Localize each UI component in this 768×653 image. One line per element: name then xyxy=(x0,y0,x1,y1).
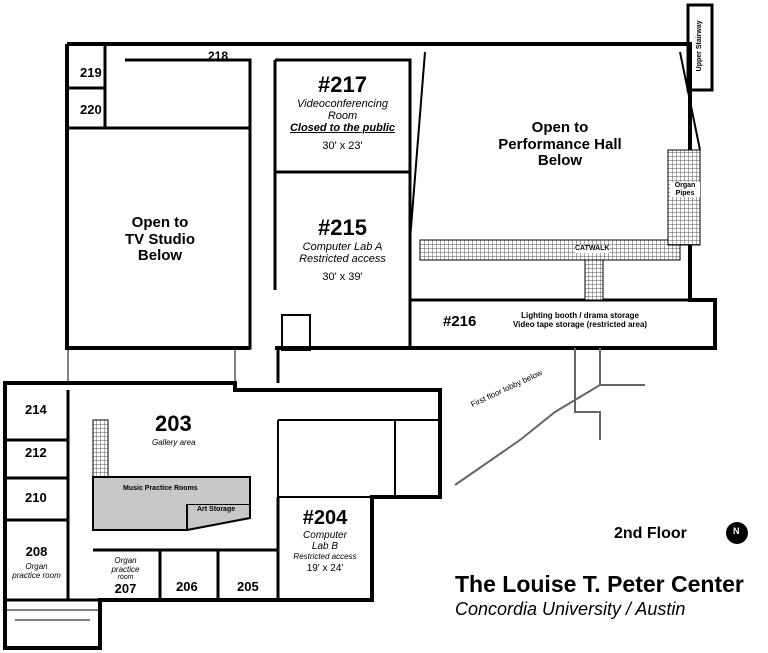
room-204-size: 19' x 24' xyxy=(306,563,344,574)
room-212-label: 212 xyxy=(25,445,47,460)
organ-pipes xyxy=(667,149,701,246)
room-207-number: 207 xyxy=(114,581,137,597)
compass-icon xyxy=(726,522,748,544)
catwalk-label: CATWALK xyxy=(575,245,610,253)
room-217-size: 30' x 23' xyxy=(322,140,363,152)
room-215-number: #215 xyxy=(318,215,367,240)
building-title: The Louise T. Peter Center xyxy=(455,571,744,597)
room-215-name: Computer Lab A xyxy=(302,241,383,253)
room-204-name: Computer xyxy=(303,530,347,541)
room-207-name3: room xyxy=(117,574,134,582)
tv-studio-wall xyxy=(65,126,252,350)
hall-line-1: Open to xyxy=(531,119,589,136)
organ-line-2: Pipes xyxy=(675,189,695,197)
room-207-label: Organ practice room 207 xyxy=(98,556,153,597)
room-204-name2: Lab B xyxy=(311,541,339,552)
performance-hall-label: Open to Performance Hall Below xyxy=(480,119,640,170)
room-205-label: 205 xyxy=(237,579,259,594)
room-207-name2: practice xyxy=(111,565,140,575)
catwalk xyxy=(419,239,681,261)
room-206-label: 206 xyxy=(176,579,198,594)
room-217-number: #217 xyxy=(318,72,367,97)
room-216-number: #216 xyxy=(443,313,477,330)
room-214-label: 214 xyxy=(25,402,47,417)
room-204-number: #204 xyxy=(302,507,348,529)
room-216-line-2: Video tape storage (restricted area) xyxy=(512,319,648,329)
hall-line-2: Performance Hall xyxy=(498,135,622,153)
room-215-label: #215 Computer Lab A Restricted access 30… xyxy=(275,215,410,283)
building-subtitle: Concordia University / Austin xyxy=(455,599,686,619)
tv-line-1: Open to xyxy=(131,214,189,231)
room-216-line-1: Lighting booth / drama storage xyxy=(521,311,639,320)
compass-label: N xyxy=(733,526,740,536)
room-219-label: 219 xyxy=(80,65,102,80)
room-207-name: Organ xyxy=(114,556,137,565)
upper-stairway-label: Upper Stairway xyxy=(696,20,704,72)
room-216-label: Lighting booth / drama storage Video tap… xyxy=(500,311,660,330)
room-217-name: Videoconferencing xyxy=(297,98,388,110)
room-208-label: 208 Organ practice room xyxy=(5,544,68,580)
tv-line-2: TV Studio xyxy=(125,230,195,248)
room-204-label: #204 Computer Lab B Restricted access 19… xyxy=(280,507,370,574)
room-218-label: 218 xyxy=(208,49,229,63)
organ-pipes-label: Organ Pipes xyxy=(670,182,700,198)
room-217-wall xyxy=(273,58,412,348)
upper-stairway xyxy=(686,3,714,92)
tv-line-3: Below xyxy=(137,247,183,264)
hall-line-3: Below xyxy=(537,152,583,169)
room-215-size: 30' x 39' xyxy=(322,271,363,283)
upper-building-wall xyxy=(67,42,717,350)
floor-label: 2nd Floor xyxy=(614,525,687,542)
room-220-label: 220 xyxy=(80,102,102,117)
room-208-number: 208 xyxy=(25,544,48,559)
room-204-note: Restricted access xyxy=(293,552,357,561)
room-210-label: 210 xyxy=(25,490,47,505)
room-203-name: Gallery area xyxy=(152,438,196,447)
room-208-name: Organ xyxy=(25,562,48,571)
music-practice-label: Music Practice Rooms xyxy=(123,485,198,492)
art-storage-label: Art Storage xyxy=(197,506,236,513)
room-203-number: 203 xyxy=(155,411,192,436)
room-217-name2: Room xyxy=(327,110,358,122)
room-217-note: Closed to the public xyxy=(289,122,396,134)
room-217-label: #217 Videoconferencing Room Closed to th… xyxy=(275,72,410,152)
organ-line-1: Organ xyxy=(674,182,696,189)
room-215-note: Restricted access xyxy=(299,253,386,265)
tv-studio-label: Open to TV Studio Below xyxy=(100,214,220,265)
room-208-name2: practice room xyxy=(12,571,61,580)
